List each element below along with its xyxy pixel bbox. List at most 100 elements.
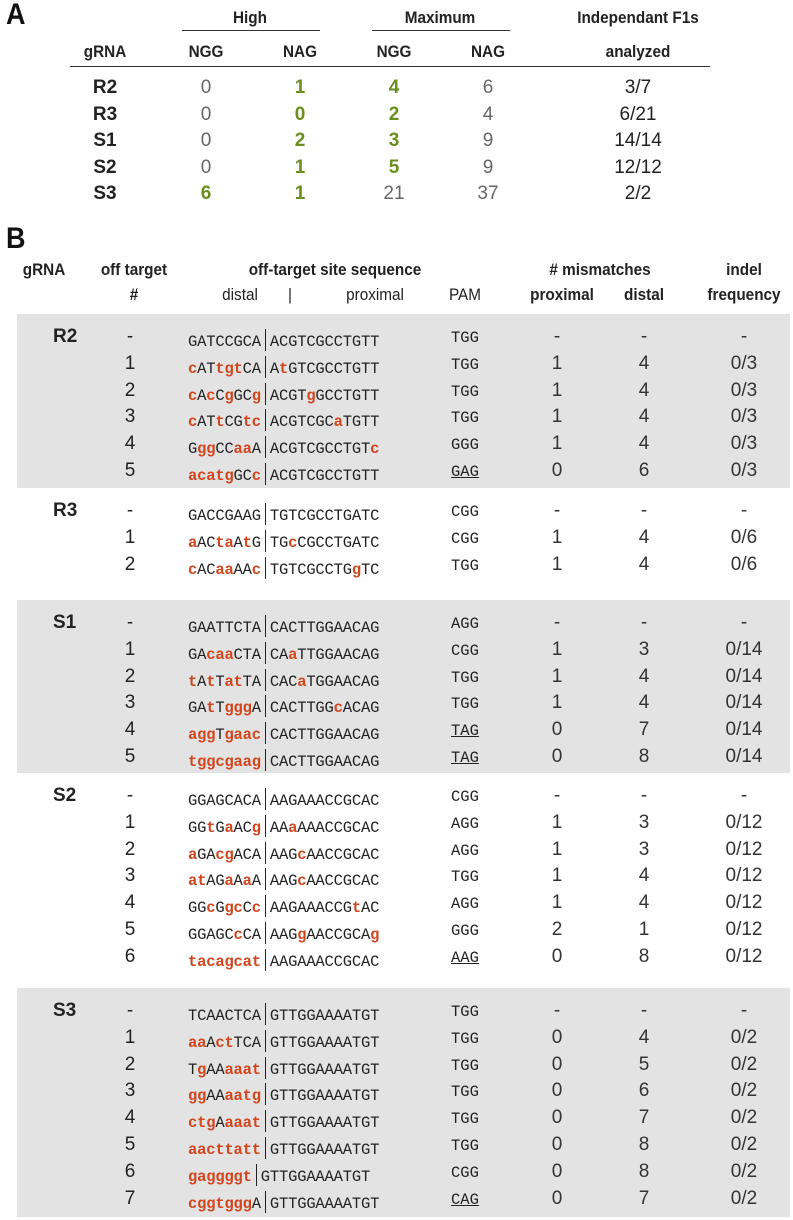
nucleotide: A xyxy=(251,872,261,891)
nucleotide: C xyxy=(324,560,334,579)
off-target-number: 1 xyxy=(124,526,136,548)
nucleotide: T xyxy=(188,1007,198,1025)
nucleotide: T xyxy=(360,386,371,405)
nucleotide: A xyxy=(315,1114,325,1133)
nucleotide: A xyxy=(251,1007,261,1025)
nucleotide: A xyxy=(206,1033,216,1052)
nucleotide: T xyxy=(215,699,225,718)
cell-max-ngg: 5 xyxy=(388,156,400,178)
seed-separator xyxy=(264,749,266,771)
cell-f1s-analyzed: 14/14 xyxy=(614,130,662,151)
nucleotide: c xyxy=(188,413,198,432)
nucleotide: C xyxy=(242,926,252,944)
nucleotide: t xyxy=(188,672,198,691)
nucleotide: g xyxy=(306,386,316,405)
nucleotide: G xyxy=(269,1114,279,1133)
off-target-number: 5 xyxy=(124,460,136,481)
off-target-number: 4 xyxy=(124,892,136,914)
nucleotide: a xyxy=(188,533,198,552)
off-target-number: 6 xyxy=(124,945,136,967)
cell-f1s-analyzed: 12/12 xyxy=(614,156,662,178)
nucleotide: C xyxy=(288,726,298,745)
nucleotide: C xyxy=(315,533,325,552)
nucleotide: G xyxy=(197,818,207,837)
off-target-number: - xyxy=(126,1000,134,1021)
nucleotide: c xyxy=(333,699,343,718)
group-label-grna: S1 xyxy=(53,612,77,633)
nucleotide: c xyxy=(206,952,216,971)
proximal-sequence: AAGcAACCGCAC xyxy=(270,872,380,890)
nucleotide: G xyxy=(370,753,380,771)
nucleotide: T xyxy=(288,507,298,525)
nucleotide: T xyxy=(297,699,307,718)
nucleotide: t xyxy=(215,533,225,552)
nucleotide: T xyxy=(278,1194,289,1213)
nucleotide: C xyxy=(288,699,298,718)
nucleotide: C xyxy=(224,926,234,944)
nucleotide: a xyxy=(224,818,234,837)
nucleotide: a xyxy=(288,645,298,664)
nucleotide: C xyxy=(333,440,343,459)
nucleotide: T xyxy=(342,467,352,485)
nucleotide: A xyxy=(342,1033,352,1052)
nucleotide: a xyxy=(233,726,243,745)
nucleotide: C xyxy=(242,467,252,485)
nucleotide: T xyxy=(206,333,216,351)
nucleotide: A xyxy=(278,753,289,771)
pam-sequence: TGG xyxy=(451,695,479,714)
nucleotide: a xyxy=(188,467,198,485)
mismatch-distal-count: 4 xyxy=(638,1026,650,1048)
nucleotide: T xyxy=(278,1141,289,1159)
nucleotide: C xyxy=(278,467,289,485)
cell-max-nag: 9 xyxy=(482,156,494,178)
pam-sequence: AGG xyxy=(451,841,479,860)
indel-frequency: 0/6 xyxy=(730,526,758,548)
distal-sequence: ggAAaatg xyxy=(188,1087,261,1105)
cell-f1s-analyzed: 2/2 xyxy=(624,183,652,204)
nucleotide: g xyxy=(197,440,207,459)
nucleotide: C xyxy=(288,672,298,691)
seed-separator xyxy=(264,382,266,405)
nucleotide: C xyxy=(242,845,252,864)
nucleotide: C xyxy=(224,792,234,810)
nucleotide: A xyxy=(333,672,343,691)
nucleotide: G xyxy=(269,1087,279,1106)
nucleotide: G xyxy=(269,1033,279,1052)
nucleotide: C xyxy=(269,672,279,691)
nucleotide: A xyxy=(333,1007,343,1025)
nucleotide: G xyxy=(306,1141,316,1159)
seed-separator xyxy=(264,1083,266,1106)
nucleotide: G xyxy=(288,926,298,944)
distal-sequence: GAATTCTA xyxy=(188,619,261,637)
nucleotide: G xyxy=(188,926,198,944)
nucleotide: G xyxy=(315,333,325,351)
header-rule xyxy=(70,66,710,67)
mismatch-distal-count: 3 xyxy=(638,811,650,833)
nucleotide: C xyxy=(224,333,234,351)
nucleotide: T xyxy=(360,533,371,552)
nucleotide: G xyxy=(188,899,198,918)
row-label-grna: S3 xyxy=(93,183,117,204)
nucleotide: A xyxy=(342,1114,352,1133)
mismatch-proximal-count: 0 xyxy=(551,1080,563,1102)
pam-sequence: AGG xyxy=(451,615,479,633)
nucleotide: A xyxy=(342,1007,352,1025)
nucleotide: A xyxy=(342,1141,352,1159)
mismatch-distal-count: 4 xyxy=(638,406,650,428)
off-target-number: 2 xyxy=(124,1053,136,1075)
nucleotide: A xyxy=(197,359,207,378)
mismatch-distal-count: 4 xyxy=(638,553,650,575)
nucleotide: G xyxy=(351,467,361,485)
nucleotide: T xyxy=(269,1167,279,1186)
nucleotide: C xyxy=(315,507,325,525)
indel-frequency: - xyxy=(740,1000,748,1021)
nucleotide: A xyxy=(269,952,279,971)
nucleotide: C xyxy=(370,845,380,864)
nucleotide: A xyxy=(278,926,289,944)
off-target-number: 1 xyxy=(124,638,136,660)
nucleotide: A xyxy=(233,872,243,891)
